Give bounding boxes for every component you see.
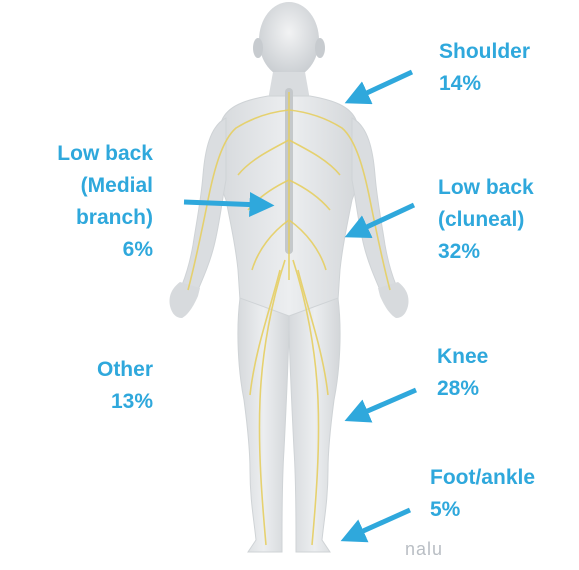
low-back-cluneal-line1: Low back — [438, 172, 534, 204]
low-back-cluneal-arrow — [356, 205, 414, 232]
knee-percent: 28% — [437, 373, 488, 405]
nalu-logo: nalu — [405, 539, 443, 560]
shoulder-arrow — [356, 72, 412, 98]
low-back-cluneal-line2: (cluneal) — [438, 204, 534, 236]
low-back-medial-percent: 6% — [57, 234, 153, 266]
shoulder-name: Shoulder — [439, 36, 530, 68]
low-back-medial-line3: branch) — [57, 202, 153, 234]
low-back-cluneal-label: Low back (cluneal) 32% — [438, 172, 534, 268]
knee-name: Knee — [437, 341, 488, 373]
low-back-medial-line2: (Medial — [57, 170, 153, 202]
shoulder-label: Shoulder 14% — [439, 36, 530, 100]
foot-ankle-percent: 5% — [430, 494, 535, 526]
other-label: Other 13% — [97, 354, 153, 418]
shoulder-percent: 14% — [439, 68, 530, 100]
knee-arrow — [356, 390, 416, 416]
foot-ankle-arrow — [352, 510, 410, 536]
foot-ankle-label: Foot/ankle 5% — [430, 462, 535, 526]
other-name: Other — [97, 354, 153, 386]
other-percent: 13% — [97, 386, 153, 418]
knee-label: Knee 28% — [437, 341, 488, 405]
low-back-medial-line1: Low back — [57, 138, 153, 170]
foot-ankle-name: Foot/ankle — [430, 462, 535, 494]
low-back-medial-arrow — [184, 202, 262, 205]
low-back-cluneal-percent: 32% — [438, 236, 534, 268]
low-back-medial-label: Low back (Medial branch) 6% — [57, 138, 153, 266]
